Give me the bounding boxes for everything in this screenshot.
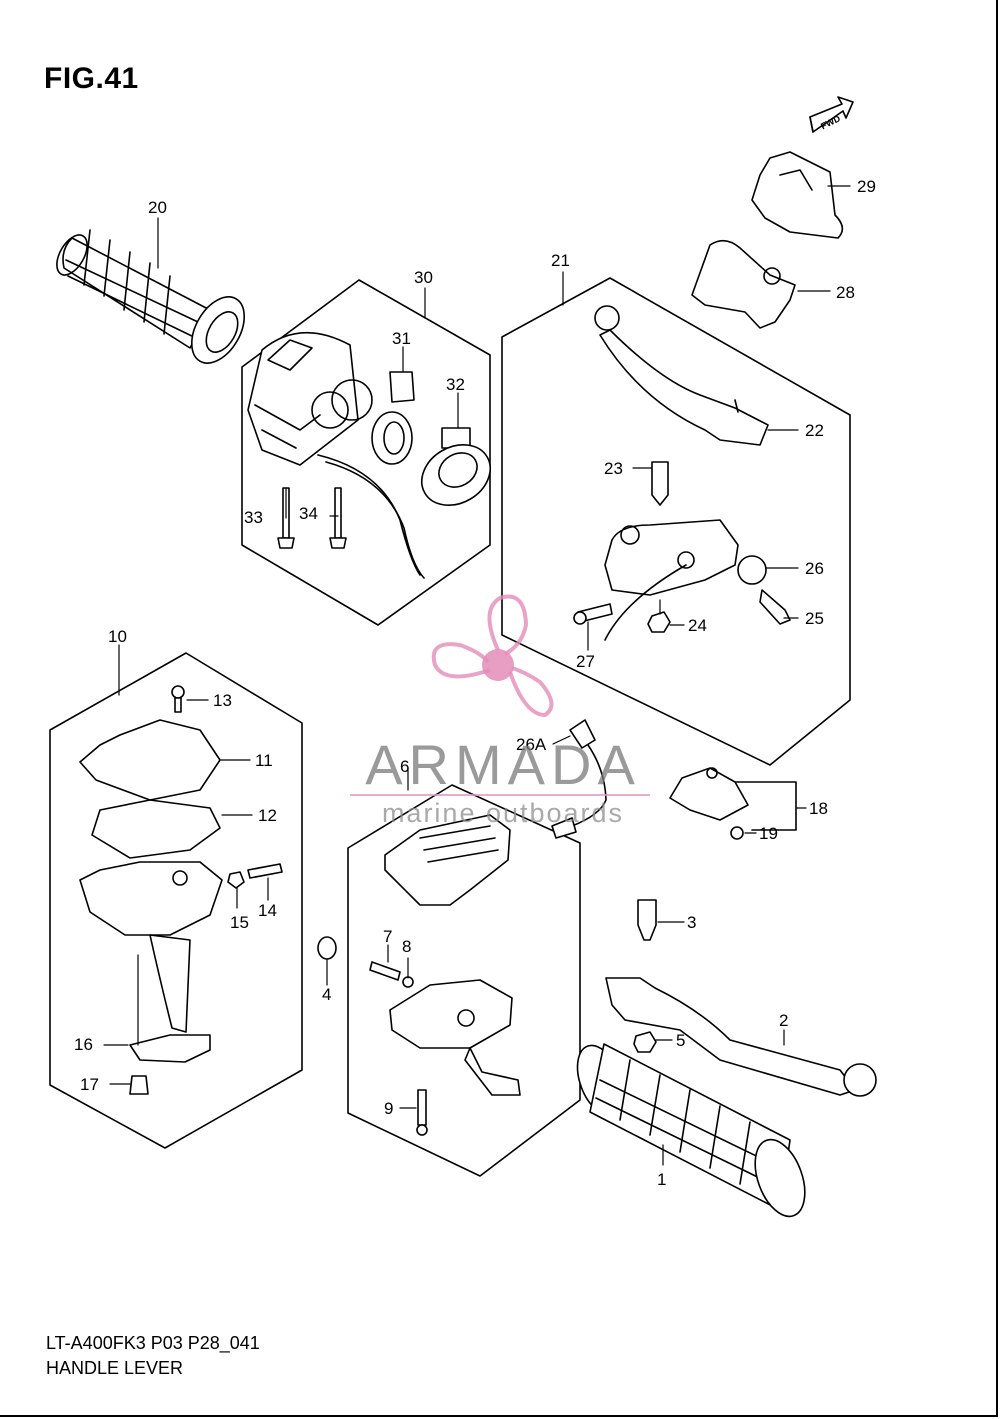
callout-26: 26: [805, 559, 824, 578]
callout-22: 22: [805, 421, 824, 440]
switch-part-32: [421, 427, 491, 506]
group-outline-30: [241, 279, 491, 626]
switch-18: [669, 767, 749, 821]
callout-20: 20: [148, 198, 167, 217]
callout-18: 18: [809, 799, 828, 818]
screw-34: [329, 487, 347, 549]
bracket-28: [691, 239, 796, 329]
callout-11: 11: [255, 751, 273, 770]
callout-5: 5: [676, 1031, 685, 1050]
grip-left: [56, 229, 246, 364]
callout-16: 16: [74, 1035, 93, 1054]
gasket-12: [91, 799, 221, 859]
cover-6: [384, 814, 511, 906]
screw-19: [730, 826, 744, 840]
screw-7: [369, 961, 401, 981]
screw-13: [171, 685, 185, 713]
nut-5: [633, 1031, 657, 1053]
diagram-code: LT-A400FK3 P03 P28_041: [46, 1333, 260, 1353]
callout-30: 30: [414, 268, 433, 287]
callout-6: 6: [400, 757, 409, 776]
group-outline-21: [501, 277, 851, 766]
callout-21: 21: [551, 251, 570, 270]
throttle-case-10: [79, 861, 223, 1033]
callout-7: 7: [383, 927, 392, 946]
plate-16: [129, 1034, 211, 1063]
group-outline-6: [347, 784, 581, 1177]
callout-8: 8: [402, 937, 411, 956]
callout-labels: 1 2 3 4 5 6 7 8 9 10 11 12 13 14 15 16 1…: [74, 177, 876, 1189]
callout-2: 2: [779, 1011, 788, 1030]
brake-wire: [604, 564, 687, 641]
switch-26a: [551, 719, 607, 839]
master-cylinder-21: [604, 519, 739, 596]
callout-19: 19: [759, 824, 778, 843]
figure-title: FIG.41: [44, 62, 139, 95]
callout-26a: 26A: [516, 735, 547, 754]
switch-case-6: [389, 979, 521, 1096]
screw-9: [416, 1089, 428, 1136]
callout-25: 25: [805, 609, 824, 628]
callout-24: 24: [688, 616, 707, 635]
callout-23: 23: [604, 459, 623, 478]
callout-33: 33: [244, 508, 263, 527]
callout-10: 10: [108, 627, 127, 646]
cover-11: [79, 719, 221, 801]
callout-3: 3: [687, 913, 696, 932]
fwd-arrow: FWD: [809, 96, 854, 133]
nut-15: [227, 871, 245, 889]
screw-14: [247, 863, 283, 879]
callout-17: 17: [80, 1075, 99, 1094]
callout-27: 27: [576, 652, 595, 671]
callout-34: 34: [299, 504, 318, 523]
ring-4: [317, 936, 337, 960]
pin-23: [651, 461, 669, 506]
callout-1: 1: [657, 1170, 666, 1189]
callout-9: 9: [384, 1099, 393, 1118]
callout-13: 13: [213, 691, 232, 710]
callout-4: 4: [322, 985, 331, 1004]
switch-25: [759, 589, 791, 625]
bolt-17: [129, 1075, 149, 1095]
leader-lines: [103, 185, 851, 1166]
switch-housing: [247, 331, 425, 579]
nut-24: [647, 611, 671, 633]
callout-14: 14: [258, 901, 277, 920]
group-outline-10: [49, 652, 303, 1149]
callout-31: 31: [392, 329, 411, 348]
lever-2: [605, 977, 877, 1097]
diagram-name: HANDLE LEVER: [46, 1358, 184, 1378]
guard-29: [751, 151, 844, 239]
callout-15: 15: [230, 913, 249, 932]
pin-3: [637, 899, 657, 941]
lever-22: [594, 305, 769, 446]
callout-29: 29: [857, 177, 876, 196]
switch-part-31: [371, 371, 415, 465]
callout-28: 28: [836, 283, 855, 302]
bracket-18: [734, 781, 797, 831]
grip-right: [576, 1043, 806, 1218]
callout-12: 12: [258, 806, 277, 825]
callout-32: 32: [446, 375, 465, 394]
gear-26: [737, 555, 767, 585]
bolt-27: [573, 603, 613, 625]
